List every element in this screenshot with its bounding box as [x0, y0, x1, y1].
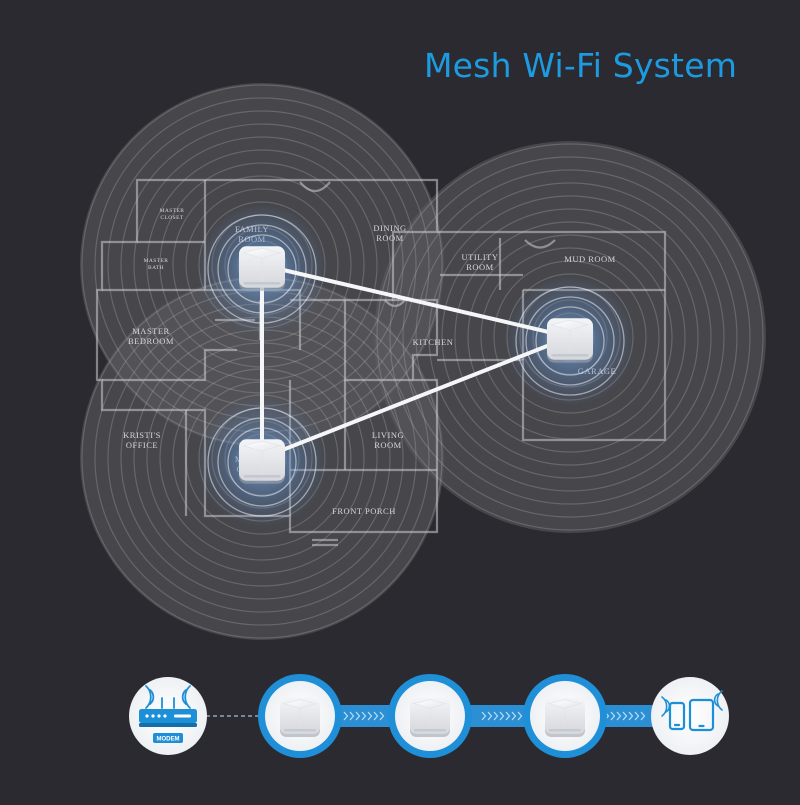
- coverage-areas: [80, 83, 766, 640]
- room-label-line: CLOSET: [160, 215, 183, 221]
- modem-badge: MODEM: [129, 677, 207, 755]
- room-label-line: KITCHEN: [413, 337, 454, 347]
- chevron-right-icon: [505, 711, 511, 721]
- room-label-line: ROOM: [466, 262, 494, 272]
- chevron-right-icon: [481, 711, 487, 721]
- chevron-right-icon: [616, 711, 622, 721]
- room-label-line: BEDROOM: [128, 336, 174, 346]
- chevron-right-icon: [487, 711, 493, 721]
- room-label-line: LIVING: [372, 430, 404, 440]
- mesh-links: [260, 263, 572, 460]
- devices-badge: [651, 677, 729, 755]
- room-label-line: MUD ROOM: [564, 254, 615, 264]
- chain-node-badge: [388, 674, 472, 758]
- room-label-line: OFFICE: [126, 440, 158, 450]
- mesh-node-icon: [239, 246, 285, 291]
- chevron-right-icon: [610, 711, 616, 721]
- mesh-node-icon: [239, 439, 285, 484]
- room-label-line: MASTER: [160, 208, 185, 214]
- room-label-line: BATH: [148, 265, 164, 271]
- room-label-line: ROOM: [376, 233, 404, 243]
- modem-icon: MODEM: [139, 709, 197, 743]
- chevron-right-icon: [493, 711, 499, 721]
- mesh-link-a-b: [260, 263, 572, 339]
- tablet-icon: [688, 698, 715, 732]
- room-label-line: UTILITY: [461, 252, 498, 262]
- chevron-right-icon: [640, 711, 646, 721]
- page-title: Mesh Wi-Fi System: [424, 46, 738, 85]
- chevron-right-icon: [349, 711, 355, 721]
- chevron-right-icon: [373, 711, 379, 721]
- chevron-right-icon: [367, 711, 373, 721]
- mesh-node-icon: [547, 318, 593, 363]
- chain-node-badge: [258, 674, 342, 758]
- room-label-kitchen: KITCHEN: [413, 337, 454, 347]
- chevron-right-icon: [361, 711, 367, 721]
- wifi-signal-icon: [145, 685, 191, 709]
- mesh-node-icon: [545, 698, 585, 737]
- chain-chevrons: [343, 711, 646, 721]
- chevron-right-icon: [628, 711, 634, 721]
- mesh-link-b-c: [260, 335, 572, 460]
- room-label-line: MASTER: [144, 258, 169, 264]
- chevron-right-icon: [499, 711, 505, 721]
- room-label-line: MASTER: [132, 326, 169, 336]
- chevron-right-icon: [343, 711, 349, 721]
- mesh-node-icon: [280, 698, 320, 737]
- chevron-right-icon: [622, 711, 628, 721]
- room-label-line: DINING: [373, 223, 406, 233]
- plan-nodes: [239, 246, 593, 484]
- chevron-right-icon: [517, 711, 523, 721]
- room-label-line: KRISTI'S: [123, 430, 161, 440]
- chain-nodes: [258, 674, 607, 758]
- mesh-node-icon: [410, 698, 450, 737]
- room-label-line: FRONT PORCH: [332, 506, 396, 516]
- chevron-right-icon: [511, 711, 517, 721]
- chevron-right-icon: [355, 711, 361, 721]
- modem-label: MODEM: [157, 737, 180, 743]
- room-label-mud-room: MUD ROOM: [564, 254, 615, 264]
- phone-icon: [668, 701, 686, 731]
- room-label-line: ROOM: [374, 440, 402, 450]
- signal-rings-garage-node: [515, 286, 625, 396]
- room-label-front-porch: FRONT PORCH: [332, 506, 396, 516]
- chevron-right-icon: [379, 711, 385, 721]
- chevron-right-icon: [634, 711, 640, 721]
- chain-node-badge: [523, 674, 607, 758]
